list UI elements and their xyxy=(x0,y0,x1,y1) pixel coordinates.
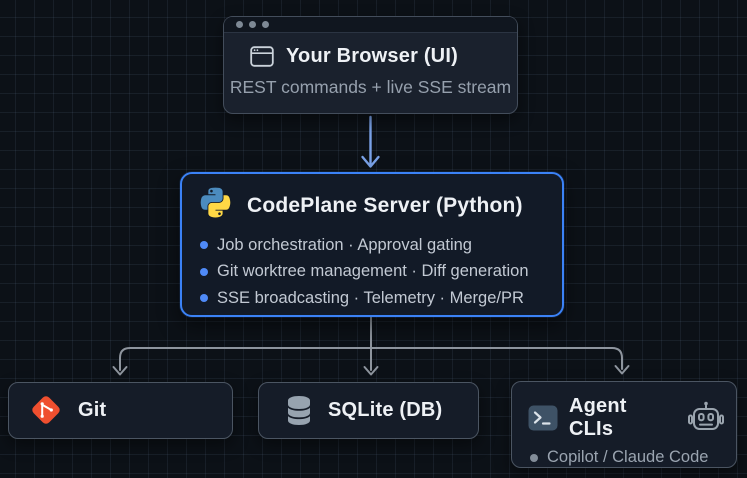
window-titlebar xyxy=(224,17,517,33)
arrowhead-down-icon xyxy=(361,155,380,168)
database-icon xyxy=(288,395,310,425)
node-browser: Your Browser (UI) REST commands + live S… xyxy=(223,16,518,114)
server-title: CodePlane Server (Python) xyxy=(247,193,523,217)
node-agent-clis: Agent CLIs Copilot / Claude Code xyxy=(511,381,737,468)
bullet-dot-icon xyxy=(200,294,208,303)
browser-subtitle: REST commands + live SSE stream xyxy=(229,77,512,97)
git-title: Git xyxy=(78,398,107,421)
server-bullet: SSE broadcasting · Telemetry · Merge/PR xyxy=(200,285,562,312)
bullet-dot-icon xyxy=(200,267,208,276)
edge-browser-to-server xyxy=(361,115,380,168)
agent-clis-bullet: Copilot / Claude Code xyxy=(512,448,736,467)
arrowhead-down-icon xyxy=(614,365,630,375)
bullet-dot-icon xyxy=(530,453,538,462)
server-bullet: Job orchestration · Approval gating xyxy=(200,232,562,259)
node-sqlite: SQLite (DB) xyxy=(258,382,479,439)
arrowhead-down-icon xyxy=(363,366,379,376)
node-server: CodePlane Server (Python) Job orchestrat… xyxy=(180,172,564,317)
bullet-dot-icon xyxy=(200,241,208,250)
edge-server-fork xyxy=(112,316,630,376)
node-git: Git xyxy=(8,382,233,439)
agent-clis-bullet-text: Copilot / Claude Code xyxy=(547,448,709,466)
server-bullet-text: Git worktree management · Diff generatio… xyxy=(217,262,529,281)
window-dot xyxy=(249,21,256,28)
server-bullet-text: Job orchestration · Approval gating xyxy=(217,235,472,254)
git-logo-icon xyxy=(32,396,60,424)
python-logo-icon xyxy=(200,187,231,218)
terminal-icon xyxy=(528,405,558,431)
robot-icon xyxy=(688,401,724,430)
window-dot xyxy=(262,21,269,28)
sqlite-title: SQLite (DB) xyxy=(328,398,443,421)
arrowhead-down-icon xyxy=(112,366,128,376)
server-bullet-text: SSE broadcasting · Telemetry · Merge/PR xyxy=(217,288,524,307)
browser-window-icon xyxy=(250,46,274,67)
agent-clis-title: Agent CLIs xyxy=(569,395,627,440)
window-dot xyxy=(236,21,243,28)
browser-title: Your Browser (UI) xyxy=(286,45,458,67)
server-bullet: Git worktree management · Diff generatio… xyxy=(200,259,562,286)
